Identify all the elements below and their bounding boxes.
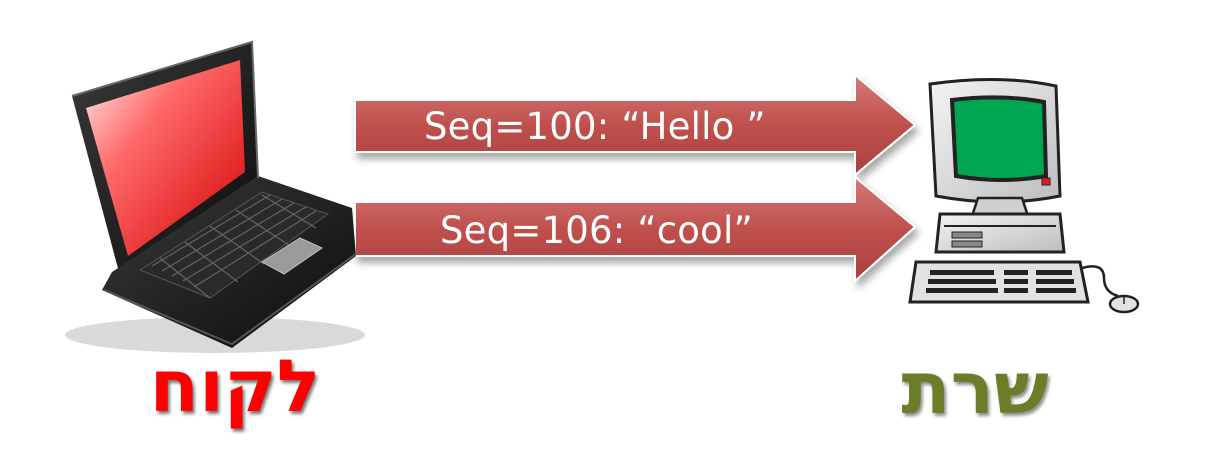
message-label-2: Seq=106: “cool” bbox=[440, 209, 753, 252]
message-label-1: Seq=100: “Hello ” bbox=[424, 105, 766, 148]
desktop-computer-icon bbox=[908, 77, 1140, 314]
client-label: לקוח bbox=[149, 344, 321, 428]
server-label: שרת bbox=[901, 346, 1049, 430]
message-arrow-1 bbox=[354, 72, 917, 178]
laptop-icon bbox=[65, 40, 365, 353]
message-arrow-2 bbox=[354, 174, 917, 284]
